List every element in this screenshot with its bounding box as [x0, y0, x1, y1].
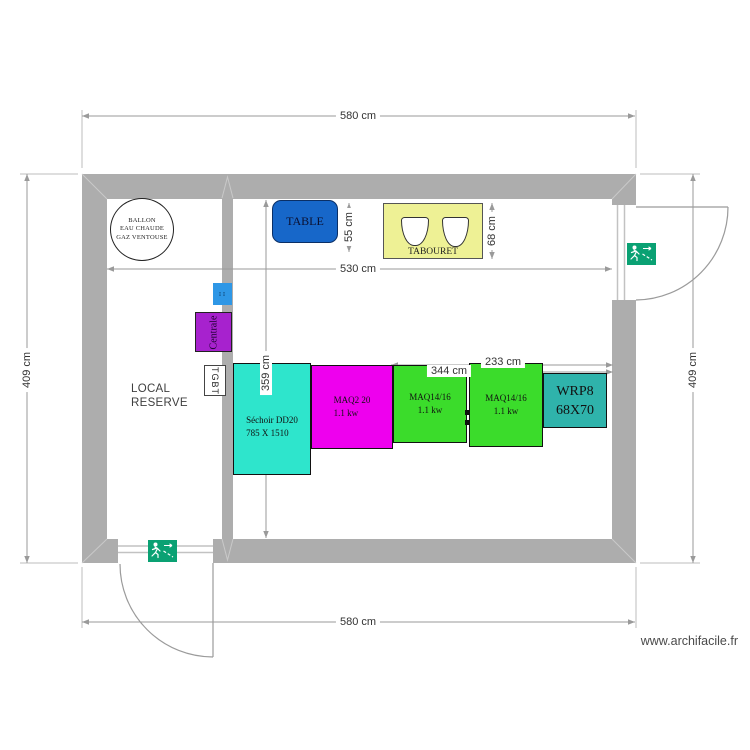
dim-label-bottom-width: 580 cm [335, 616, 381, 628]
table-label: TABLE [286, 214, 324, 228]
wall-left[interactable] [82, 174, 107, 563]
dim-label-machines-row: 344 cm [426, 365, 472, 377]
archifacile-watermark: www.archifacile.fr [640, 634, 738, 648]
maq2-machine[interactable]: MAQ2 20 1.1 kw [311, 365, 393, 449]
room-label-local-reserve: LOCAL RESERVE [131, 383, 188, 409]
tgbt-label: TGBT [210, 366, 220, 395]
small-equipment-box[interactable]: ••• ••• [213, 283, 232, 305]
door-bottom-swing[interactable] [119, 563, 214, 658]
centrale-label: Centrale [208, 315, 219, 349]
door-right-swing[interactable] [635, 206, 729, 301]
dim-label-table-depth: 55 cm [343, 208, 355, 246]
wrp8-machine[interactable]: WRP8 68X70 [543, 373, 607, 428]
sechoir-machine[interactable]: Séchoir DD20 785 X 1510 [233, 363, 311, 475]
wall-top[interactable] [82, 174, 636, 199]
tabouret-label: TABOURET [408, 247, 458, 257]
maq14-machine-1[interactable]: MAQ14/16 1.1 kw [393, 365, 467, 443]
dim-label-interior-width: 530 cm [335, 263, 381, 275]
water-heater-label-line3: GAZ VENTOUSE [116, 233, 168, 241]
emergency-exit-sign-right[interactable] [627, 243, 656, 265]
maq-connector [465, 410, 471, 425]
dim-label-interior-height: 359 cm [260, 350, 272, 396]
centrale-unit[interactable]: Centrale [195, 312, 232, 352]
water-heater-label-line1: BALLON [128, 216, 156, 224]
dim-label-tabouret-depth: 68 cm [486, 212, 498, 250]
stool-seat [401, 217, 429, 246]
water-heater-circle[interactable]: BALLON EAU CHAUDE GAZ VENTOUSE [110, 198, 174, 261]
tgbt-panel[interactable]: TGBT [204, 365, 226, 396]
wall-partition[interactable] [222, 198, 233, 539]
table-furniture[interactable]: TABLE [272, 200, 338, 243]
water-heater-label-line2: EAU CHAUDE [119, 225, 165, 233]
dim-label-right-height: 409 cm [687, 347, 699, 393]
dim-label-left-height: 409 cm [21, 347, 33, 393]
emergency-exit-sign-bottom[interactable] [148, 540, 177, 562]
tabouret-furniture[interactable]: TABOURET [383, 203, 483, 259]
stool-seat [442, 217, 469, 247]
dim-label-top-width: 580 cm [335, 110, 381, 122]
maq14-machine-2[interactable]: MAQ14/16 1.1 kw [469, 363, 543, 447]
dim-label-maq-row: 233 cm [480, 356, 526, 368]
